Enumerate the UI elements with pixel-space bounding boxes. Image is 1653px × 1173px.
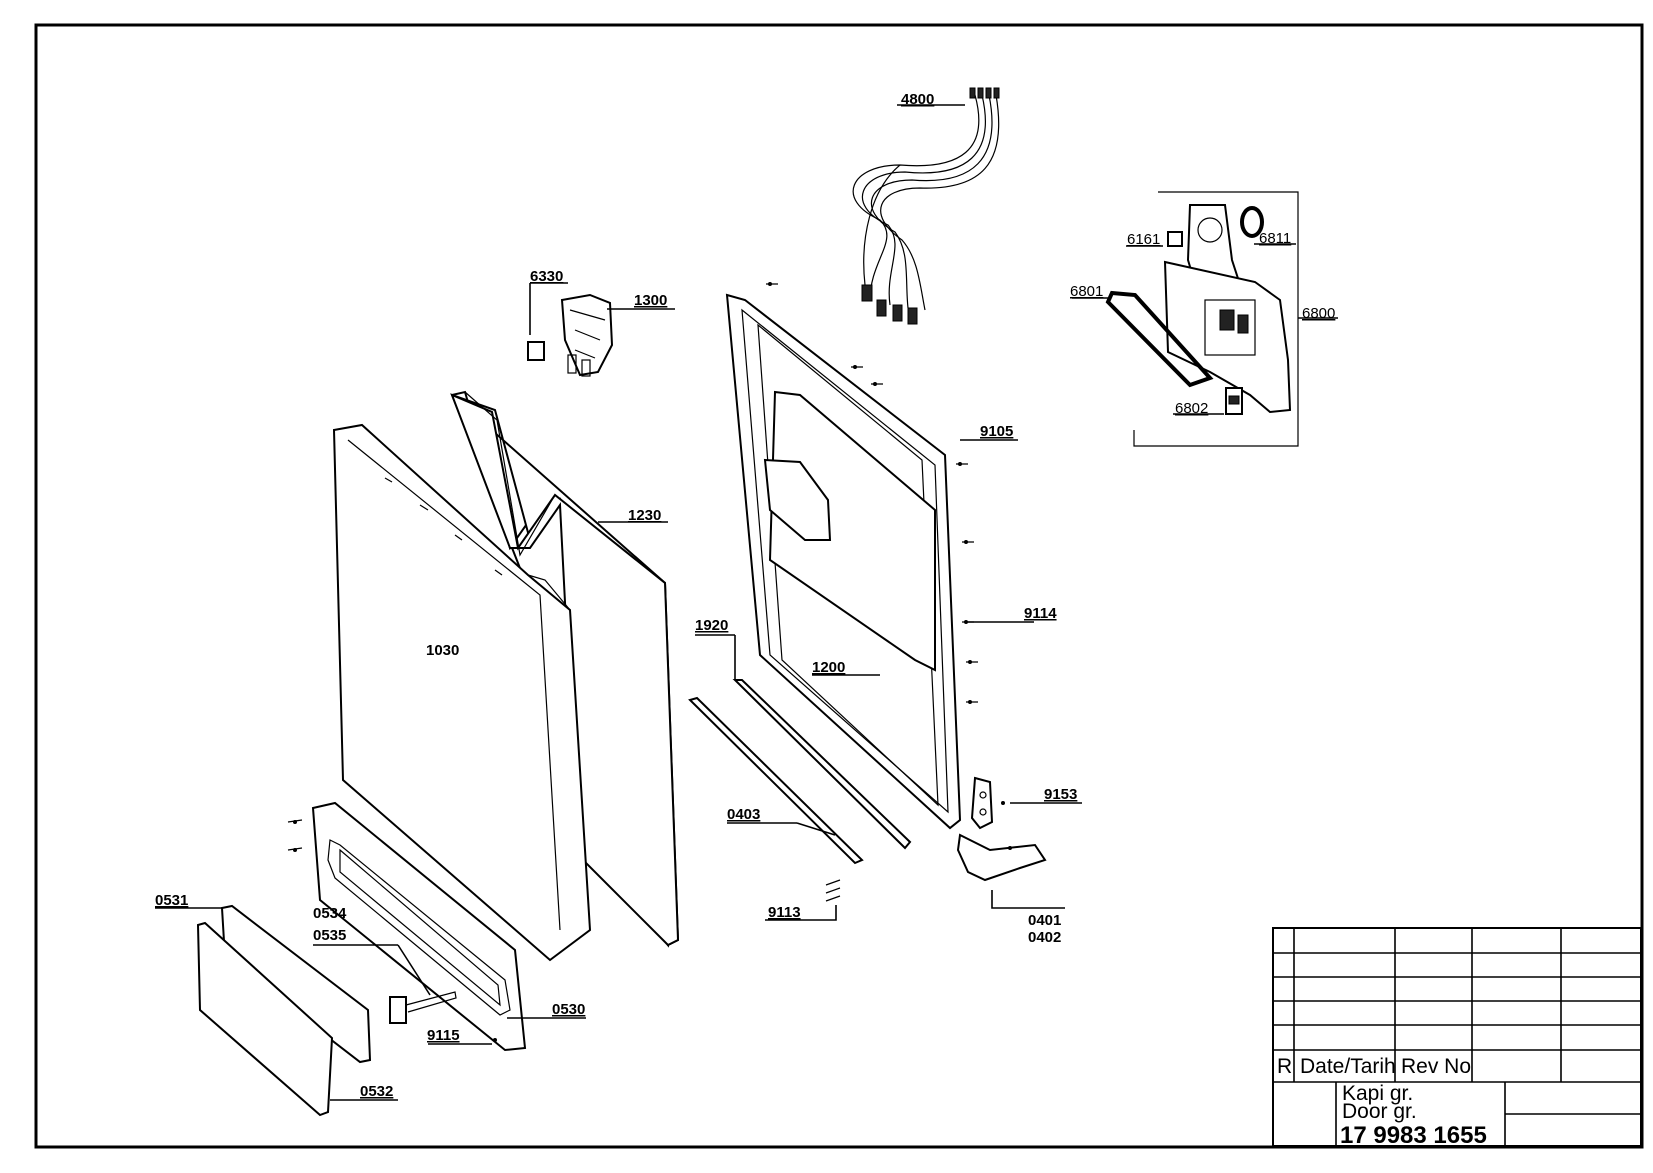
hinge-0401 (956, 776, 1047, 882)
label-1300: 1300 (634, 292, 667, 309)
label-0535: 0535 (313, 927, 346, 944)
label-4800: 4800 (901, 91, 934, 108)
bottom-seal-0403 (688, 696, 864, 865)
label-6800: 6800 (1302, 305, 1335, 322)
label-1920: 1920 (695, 617, 728, 634)
label-9114: 9114 (1024, 605, 1057, 622)
button-0534 (389, 991, 457, 1024)
drawing-number: 17 9983 1655 (1340, 1122, 1487, 1149)
dispenser-seal-icon (1105, 290, 1214, 388)
label-1230: 1230 (628, 507, 661, 524)
panel-cover-0532 (196, 921, 334, 1117)
title-block-group-en: Door gr. (1342, 1100, 1417, 1123)
gasket-ring-icon (1240, 206, 1264, 238)
drawing-border (34, 23, 1644, 1149)
label-0402: 0402 (1028, 929, 1061, 946)
label-0401: 0401 (1028, 912, 1061, 929)
title-block-revno-header: Rev No (1401, 1055, 1471, 1078)
microswitch-6330 (527, 341, 545, 361)
label-0532: 0532 (360, 1083, 393, 1100)
label-1200: 1200 (812, 659, 845, 676)
label-0403: 0403 (727, 806, 760, 823)
label-9115: 9115 (427, 1027, 460, 1044)
label-0531: 0531 (155, 892, 188, 909)
label-6161: 6161 (1127, 231, 1160, 248)
label-6801: 6801 (1070, 283, 1103, 300)
label-0530: 0530 (552, 1001, 585, 1018)
door-lock-1300 (527, 293, 614, 377)
label-9153: 9153 (1044, 786, 1077, 803)
title-block-rev-header: R (1277, 1055, 1292, 1078)
wiring-harness-4800 (852, 87, 1000, 325)
label-6811: 6811 (1259, 230, 1291, 247)
connector-icon (861, 284, 873, 302)
front-panel-1030 (332, 423, 592, 962)
label-9113: 9113 (768, 904, 801, 921)
title-block-group-tr: Kapi gr. (1342, 1082, 1413, 1105)
connector-icon (907, 307, 918, 325)
inner-door-1200 (725, 282, 978, 830)
connector-icon (892, 304, 903, 322)
connector-icon (876, 299, 887, 317)
label-9105: 9105 (980, 423, 1013, 440)
label-6802: 6802 (1175, 400, 1208, 417)
control-panel-frame-0530 (287, 801, 527, 1052)
dispenser-6800 (1105, 191, 1299, 447)
seal-strip-1920 (732, 679, 912, 850)
label-6330: 6330 (530, 268, 563, 285)
label-1030: 1030 (426, 642, 459, 659)
title-block-date-header: Date/Tarih (1300, 1055, 1396, 1078)
title-block: R Date/Tarih Rev No Kapi gr. Door gr. 17… (1272, 927, 1642, 1149)
label-0534: 0534 (313, 905, 347, 922)
